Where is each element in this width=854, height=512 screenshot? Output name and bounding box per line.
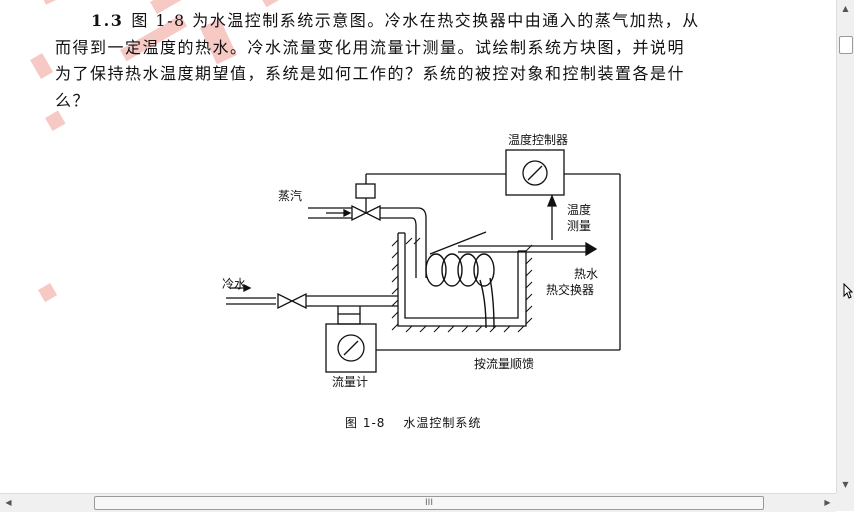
temp-controller-gauge [522,160,548,186]
document-viewport: 1.3 图 1-8 为水温控制系统示意图。冷水在热交换器中由通入的蒸气加热，从 而… [0,0,795,431]
label-temp-measure-1: 温度 [567,202,591,217]
watermark [0,0,320,320]
label-heat-exchanger: 热交换器 [546,282,594,297]
label-hot-water: 热水 [574,267,598,281]
question-line-2: 而得到一定温度的热水。冷水流量变化用流量计测量。试绘制系统方块图，并说明 [55,37,686,57]
label-cold-water: 冷水 [222,277,246,291]
label-steam: 蒸汽 [278,188,302,203]
label-flow-meter: 流量计 [332,375,368,389]
scroll-grip-icon: III [425,498,433,508]
question-number: 1.3 [91,11,124,30]
question-line-1-text: 图 1-8 为水温控制系统示意图。冷水在热交换器中由通入的蒸气加热，从 [131,11,700,30]
question-line-3: 为了保持热水温度期望值，系统是如何工作的？系统的被控对象和控制装置各是什 [55,64,686,83]
question-line-1: 1.3 图 1-8 为水温控制系统示意图。冷水在热交换器中由通入的蒸气加热，从 [55,8,795,35]
horizontal-scrollbar[interactable]: ◀ III ▶ [0,493,836,512]
question-text: 1.3 图 1-8 为水温控制系统示意图。冷水在热交换器中由通入的蒸气加热，从 而… [55,8,795,114]
label-temp-measure-2: 测量 [567,219,591,233]
water-temperature-control-diagram: 温度控制器 蒸汽 温度 测量 冷水 热水 热交换器 按流量顺馈 流量计 [222,132,621,389]
scrollbar-corner [836,493,854,511]
watermark-graphic [29,0,302,303]
temp-controller-box [505,149,565,196]
figure-caption: 图 1-8 水温控制系统 [345,414,481,431]
steam-valve-actuator [355,183,376,199]
vertical-scroll-thumb[interactable] [839,36,853,54]
vertical-scrollbar[interactable]: ▲ ▼ [836,0,854,493]
scroll-up-button[interactable]: ▲ [842,4,849,13]
cold-water-valve-icon [277,292,307,310]
label-temp-controller: 温度控制器 [508,132,568,147]
scroll-right-button[interactable]: ▶ [824,498,831,507]
scroll-left-button[interactable]: ◀ [5,498,12,507]
horizontal-scroll-thumb[interactable]: III [94,496,764,510]
label-flow-feedforward: 按流量顺馈 [474,357,534,371]
flow-meter-gauge [337,334,365,362]
steam-valve-icon [351,204,381,222]
scroll-down-button[interactable]: ▼ [842,480,849,489]
question-line-4: 么？ [55,90,91,110]
flow-meter-box [325,323,377,373]
mouse-cursor-icon [843,283,853,299]
figure-number: 图 1-8 [345,416,386,430]
figure-title: 水温控制系统 [403,416,482,430]
